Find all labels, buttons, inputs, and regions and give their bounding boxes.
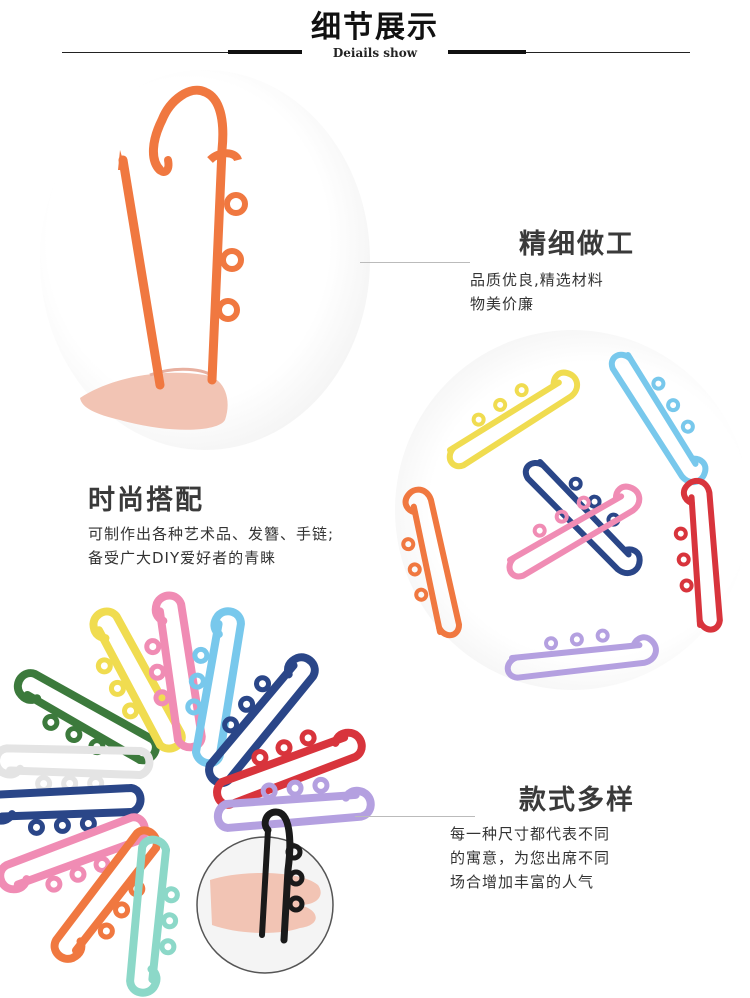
mint-pin	[127, 839, 185, 996]
page-subtitle: Deiails show	[332, 46, 418, 60]
pin-needle	[118, 155, 165, 390]
header-line-left	[62, 52, 302, 53]
callout-line-3	[355, 816, 475, 817]
green-pin	[6, 667, 160, 780]
section-desc-craftsmanship: 品质优良,精选材料 物美价廉	[470, 268, 670, 316]
section-title-variety: 款式多样	[519, 785, 635, 816]
section-desc-variety: 每一种尺寸都代表不同 的寓意，为您出席不同 场合增加丰富的人气	[450, 822, 650, 894]
lavender-pin	[216, 776, 372, 829]
black-pin	[259, 808, 305, 944]
finger-shape	[80, 372, 228, 430]
desc-line: 备受广大DIY爱好者的青睐	[88, 549, 277, 567]
desc-line: 的寓意，为您出席不同	[450, 849, 611, 867]
desc-line: 可制作出各种艺术品、发簪、手链;	[88, 525, 335, 543]
page-title: 细节展示	[311, 10, 439, 45]
header-line-right	[448, 52, 690, 53]
navy-pin-2	[0, 788, 142, 835]
pin-clasp	[149, 85, 228, 385]
section-desc-fashion: 可制作出各种艺术品、发簪、手链; 备受广大DIY爱好者的青睐	[88, 522, 388, 570]
section-title-fashion: 时尚搭配	[88, 485, 204, 516]
callout-line-1	[360, 262, 470, 263]
desc-line: 每一种尺寸都代表不同	[450, 825, 611, 843]
desc-line: 品质优良,精选材料	[470, 271, 604, 289]
section-title-craftsmanship: 精细做工	[519, 229, 635, 260]
header-line-left-accent	[228, 50, 302, 54]
header-line-right-accent	[448, 50, 526, 54]
desc-line: 场合增加丰富的人气	[450, 873, 595, 891]
desc-line: 物美价廉	[470, 295, 535, 313]
